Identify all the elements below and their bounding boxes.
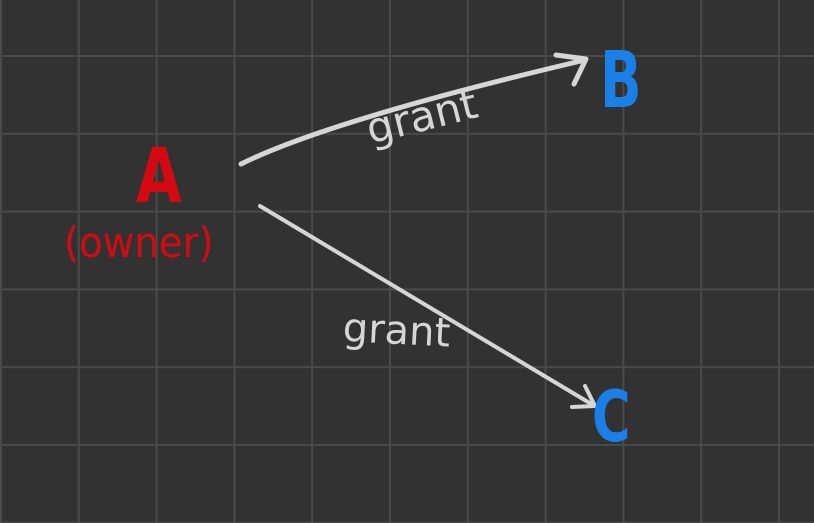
node-b-label: B — [600, 36, 642, 126]
edge-a-to-c-arrowhead — [570, 384, 597, 409]
edge-a-to-c-label: grant — [341, 305, 452, 357]
edge-a-to-b-arrowhead — [553, 52, 589, 87]
node-c-label: C — [592, 376, 631, 458]
node-a-label: A — [136, 131, 182, 220]
node-a-owner-note: (owner) — [64, 218, 214, 267]
edge-a-to-c-arrow — [258, 204, 595, 407]
edge-a-to-b-arrow — [238, 57, 588, 167]
